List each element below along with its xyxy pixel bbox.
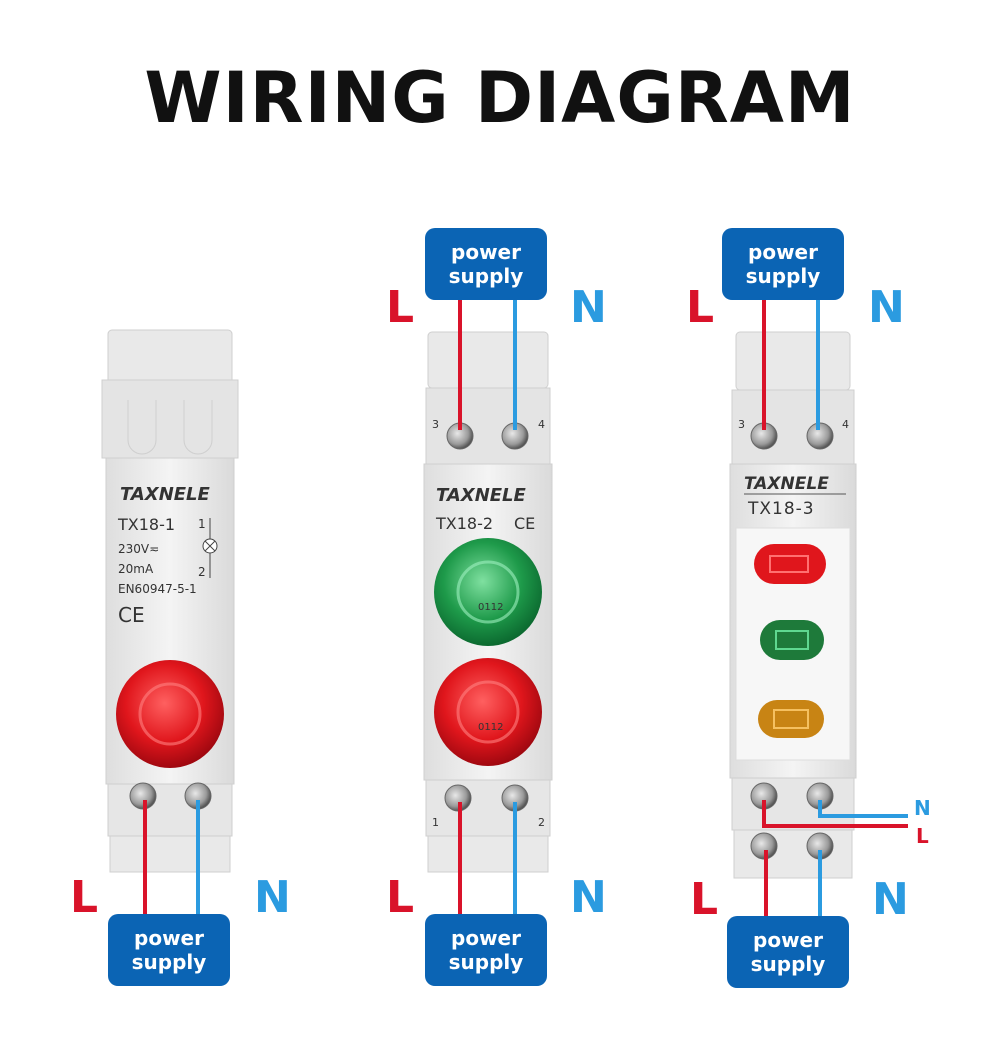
page-title: WIRING DIAGRAM xyxy=(144,57,856,139)
power-supply-label: supply xyxy=(448,264,524,288)
green-indicator-lamp xyxy=(434,538,542,646)
neutral-label: N xyxy=(872,874,909,925)
red-indicator-lamp xyxy=(116,660,224,768)
terminal-number: 2 xyxy=(198,565,206,579)
terminal-number: 4 xyxy=(538,418,545,431)
line-label: L xyxy=(686,282,715,333)
terminal-number: 1 xyxy=(432,816,439,829)
outgoing-neutral-wire xyxy=(818,800,908,818)
power-supply-box: power supply xyxy=(722,228,844,300)
lamp-marking: 0112 xyxy=(478,602,503,613)
outgoing-neutral-label: N xyxy=(914,796,931,820)
power-supply-label: power xyxy=(134,926,204,950)
green-led-indicator xyxy=(760,620,824,660)
model-label: TX18-2 xyxy=(435,514,493,533)
line-label: L xyxy=(386,282,415,333)
ce-mark: CE xyxy=(118,603,145,627)
power-supply-label: power xyxy=(451,926,521,950)
standard-label: EN60947-5-1 xyxy=(118,582,197,596)
device-tx18-1: TAXNELE TX18-1 1 2 230V≂ 20mA EN60947-5-… xyxy=(101,329,239,916)
terminal-number: 4 xyxy=(842,418,849,431)
line-label: L xyxy=(690,874,719,925)
power-supply-label: power xyxy=(451,240,521,264)
device-tx18-2: 3 4 TAXNELE TX18-2 CE 0112 0112 1 2 xyxy=(423,300,553,916)
neutral-label: N xyxy=(254,872,291,923)
yellow-led-indicator xyxy=(758,700,824,738)
neutral-label: N xyxy=(570,282,607,333)
model-label: TX18-1 xyxy=(117,515,175,534)
model-label: TX18-3 xyxy=(747,499,815,519)
neutral-label: N xyxy=(868,282,905,333)
terminal-number: 2 xyxy=(538,816,545,829)
power-supply-label: supply xyxy=(131,950,207,974)
power-supply-box: power supply xyxy=(425,228,547,300)
power-supply-box: power supply xyxy=(425,914,547,986)
outgoing-line-label: L xyxy=(916,824,929,848)
device-tx18-3: 3 4 TAXNELE TX18-3 xyxy=(729,300,908,916)
power-supply-label: supply xyxy=(750,952,826,976)
brand-logo: TAXNELE xyxy=(436,485,527,506)
outgoing-line-wire xyxy=(762,800,908,828)
voltage-label: 230V≂ xyxy=(118,542,159,556)
ce-mark: CE xyxy=(514,514,535,533)
brand-logo: TAXNELE xyxy=(744,474,829,494)
neutral-label: N xyxy=(570,872,607,923)
power-supply-label: power xyxy=(748,240,818,264)
power-supply-box: power supply xyxy=(727,916,849,988)
red-led-indicator xyxy=(754,544,826,584)
power-supply-label: supply xyxy=(745,264,821,288)
terminal-number: 3 xyxy=(432,418,439,431)
power-supply-box: power supply xyxy=(108,914,230,986)
power-supply-label: power xyxy=(753,928,823,952)
line-label: L xyxy=(386,872,415,923)
power-supply-label: supply xyxy=(448,950,524,974)
terminal-number: 1 xyxy=(198,517,206,531)
brand-logo: TAXNELE xyxy=(120,484,211,505)
terminal-number: 3 xyxy=(738,418,745,431)
red-indicator-lamp xyxy=(434,658,542,766)
current-label: 20mA xyxy=(118,562,154,576)
lamp-marking: 0112 xyxy=(478,722,503,733)
line-label: L xyxy=(70,872,99,923)
